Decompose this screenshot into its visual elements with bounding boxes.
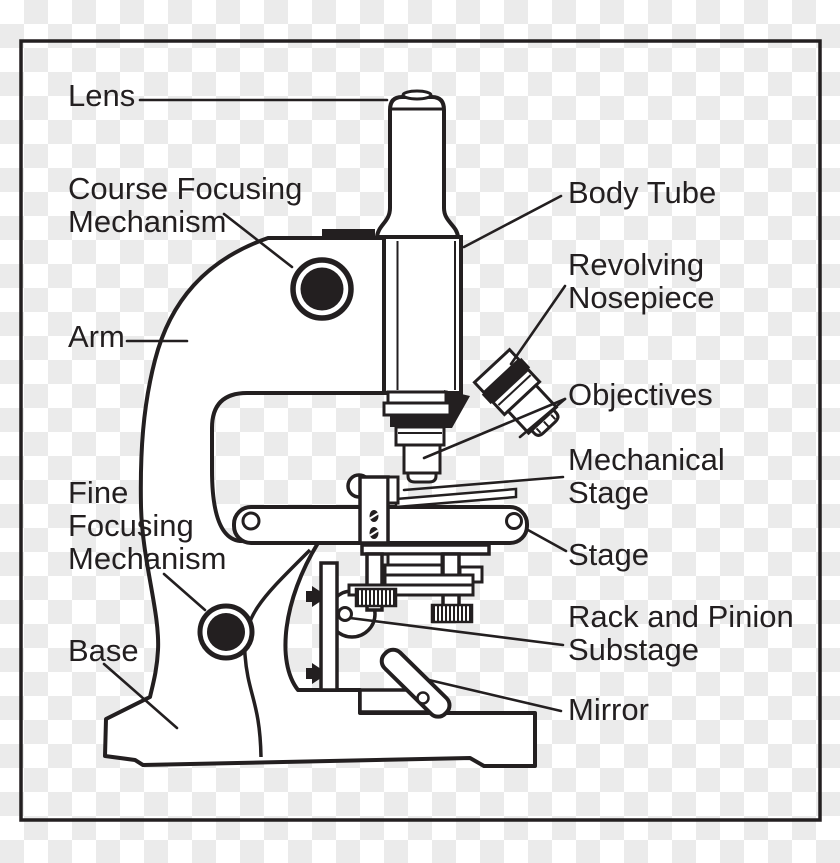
label-body-tube: Body Tube bbox=[568, 175, 717, 210]
leader-mirror bbox=[427, 678, 563, 713]
label-mechanical-stage: Mechanical Stage bbox=[568, 442, 725, 510]
diagram-frame bbox=[19, 39, 822, 822]
label-objectives: Objectives bbox=[568, 377, 713, 412]
leader-nosepiece bbox=[509, 284, 567, 366]
label-coarse-focusing: Course Focusing Mechanism bbox=[68, 171, 303, 239]
stage-screws bbox=[369, 510, 379, 539]
label-rack-and-pinion: Rack and Pinion Substage bbox=[568, 599, 794, 667]
leader-objective-1 bbox=[518, 397, 567, 439]
leader-coarse-focus bbox=[222, 212, 294, 269]
substage-bar bbox=[319, 561, 339, 692]
label-arm: Arm bbox=[68, 319, 125, 354]
glass-slide bbox=[394, 487, 518, 509]
body-tube-drawing bbox=[382, 235, 463, 395]
label-revolving-nosepiece: Revolving Nosepiece bbox=[568, 247, 715, 315]
mirror-drawing bbox=[358, 647, 452, 719]
arm-top-strip bbox=[322, 229, 375, 238]
objective-vertical bbox=[394, 425, 446, 484]
leader-body-tube bbox=[462, 194, 563, 249]
label-stage: Stage bbox=[568, 537, 650, 572]
coarse-knob-drawing bbox=[290, 257, 354, 321]
gear-rack-right bbox=[430, 603, 474, 624]
leader-stage bbox=[526, 528, 568, 553]
leader-rack-pinion bbox=[348, 616, 565, 647]
fine-knob-drawing bbox=[197, 603, 255, 661]
leader-fine-focus bbox=[162, 572, 207, 612]
leader-lines bbox=[102, 98, 568, 730]
objective-tilted bbox=[472, 347, 560, 437]
label-fine-focusing: Fine Focusing Mechanism bbox=[68, 475, 227, 576]
label-base: Base bbox=[68, 633, 139, 668]
leader-objective-2 bbox=[422, 397, 567, 460]
nosepiece-drawing bbox=[382, 347, 560, 484]
leader-mechanical-stage bbox=[402, 475, 565, 492]
label-lens: Lens bbox=[68, 78, 136, 113]
leader-base bbox=[102, 662, 179, 730]
label-mirror: Mirror bbox=[568, 692, 649, 727]
gear-rack-left bbox=[354, 587, 398, 608]
mechanical-stage-drawing bbox=[346, 473, 518, 545]
lens-drawing bbox=[374, 89, 461, 239]
